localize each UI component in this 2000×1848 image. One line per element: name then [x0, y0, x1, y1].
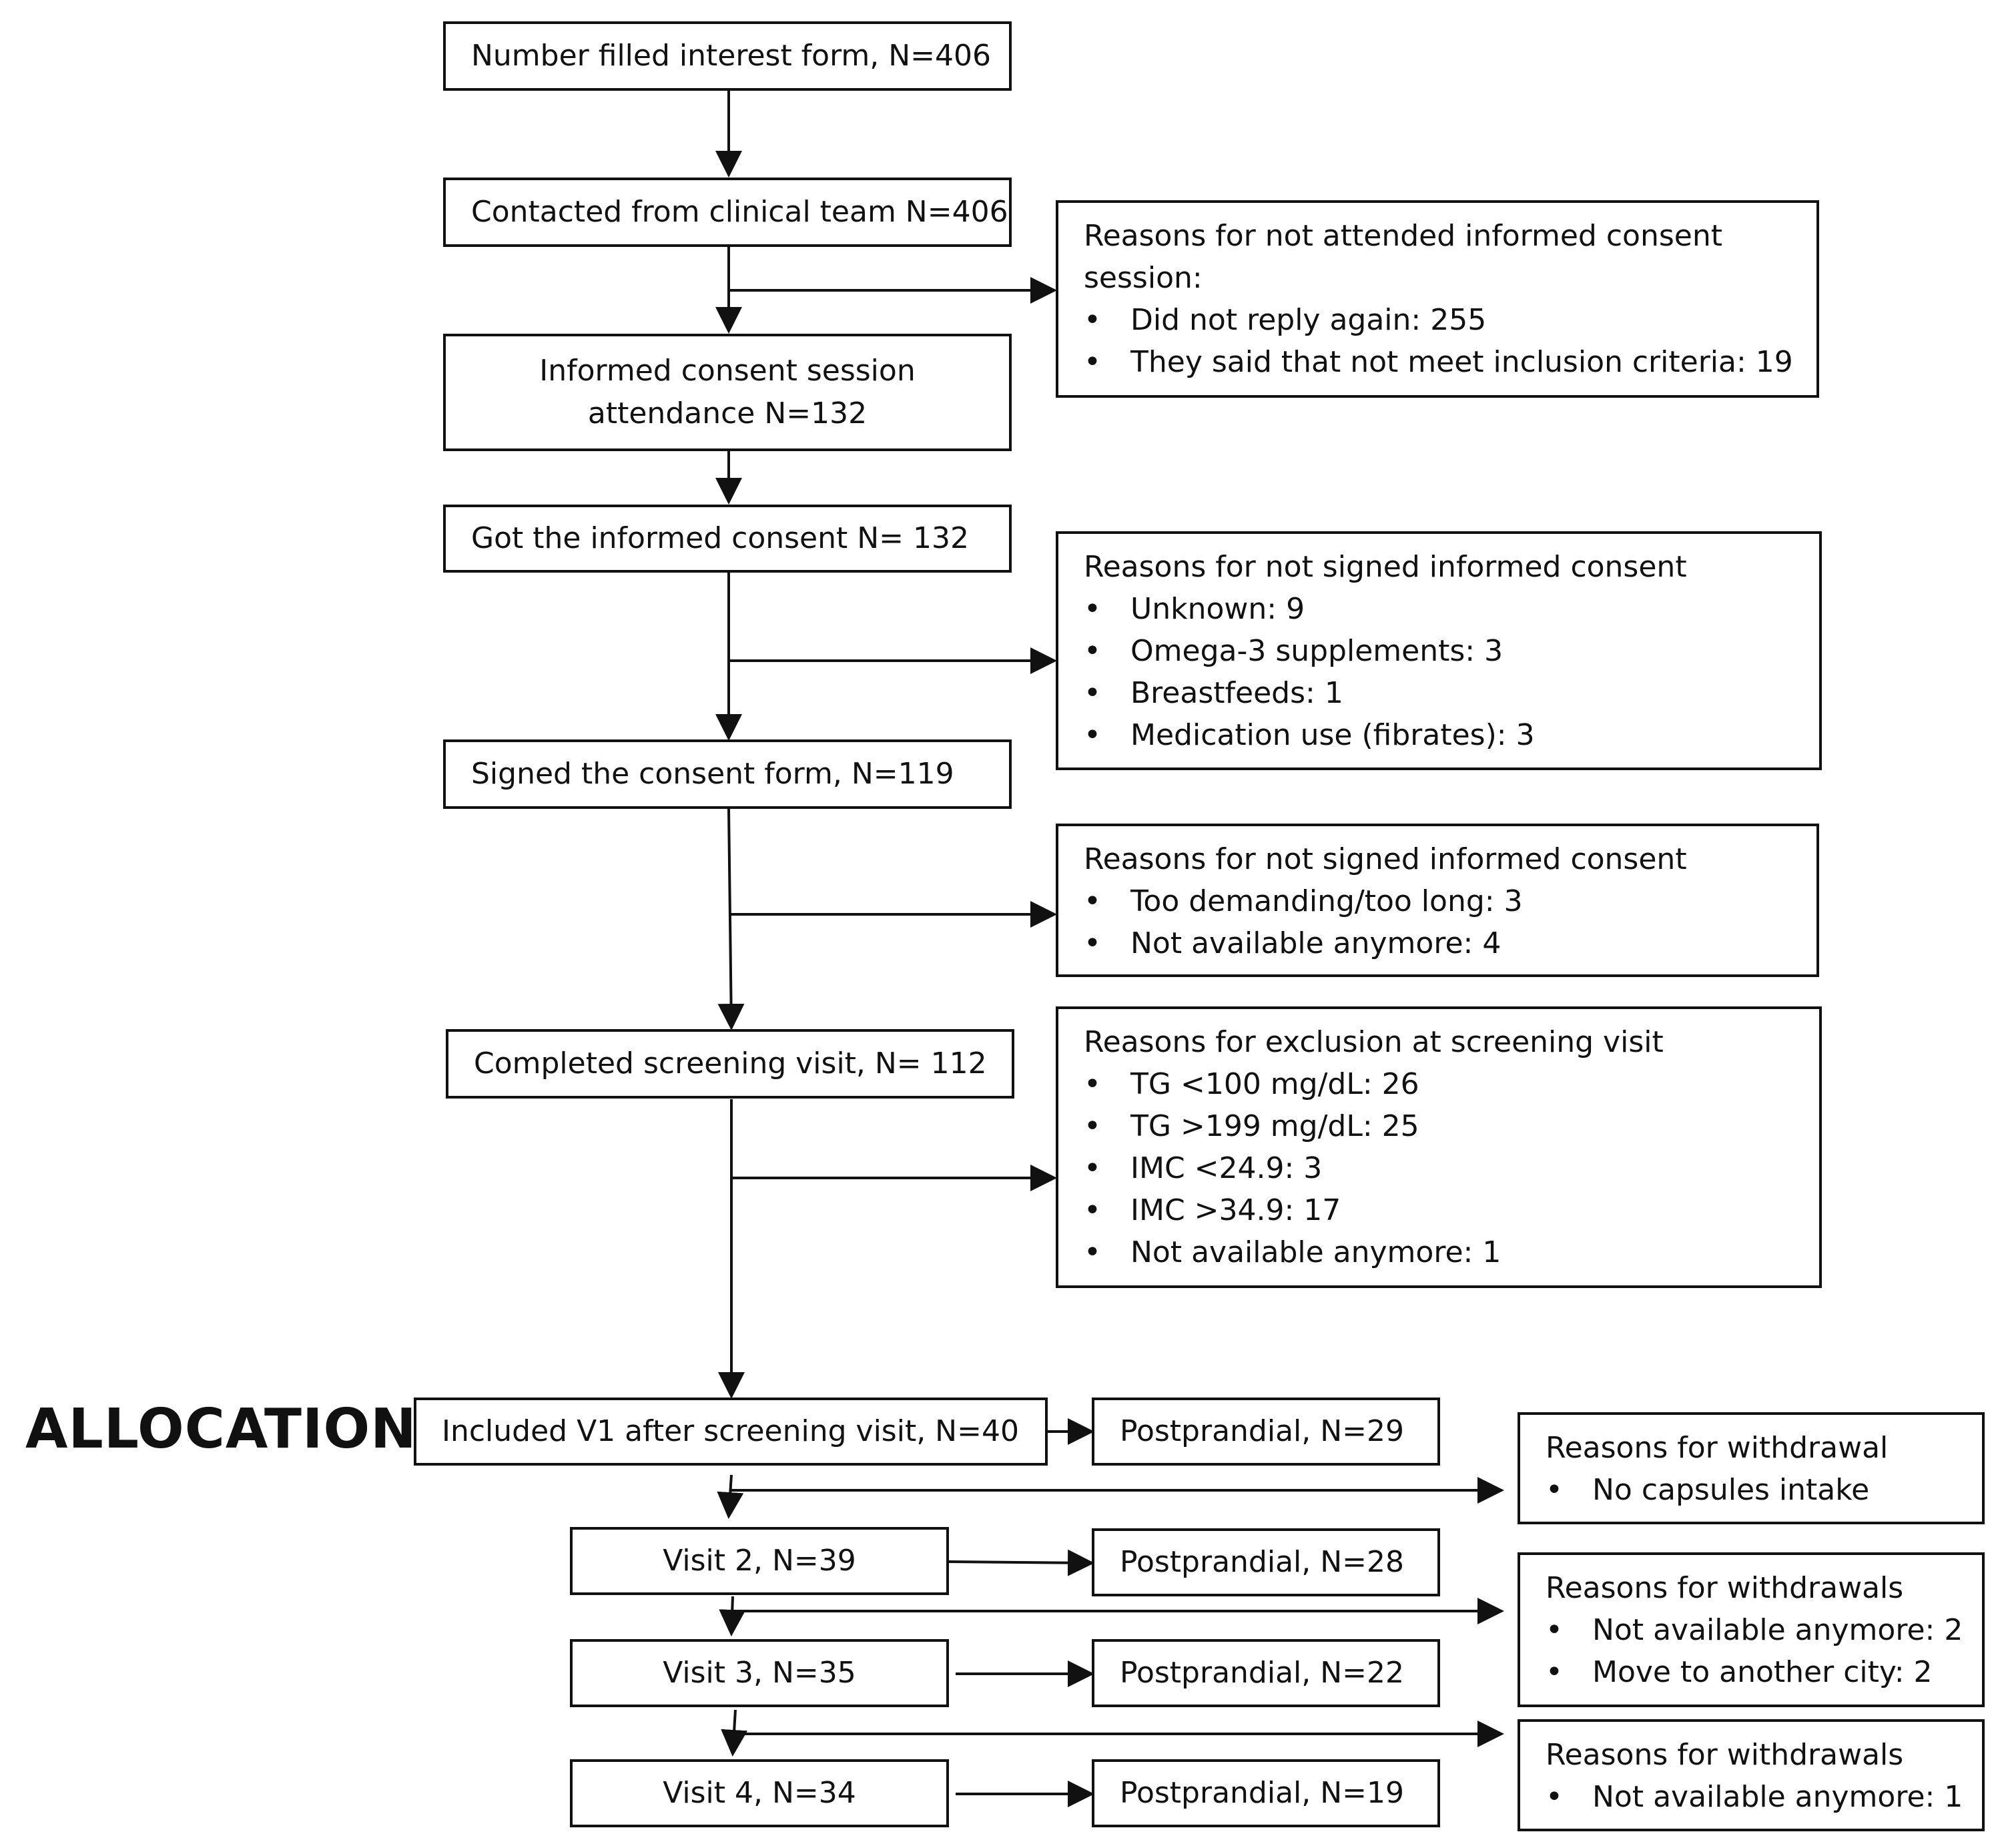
reason-box-withdrawal-2: Reasons for withdrawals •Not available a…: [1518, 1552, 1985, 1707]
list-item: •IMC <24.9: 3: [1084, 1147, 1799, 1189]
box-got-consent-text: Got the informed consent N= 132: [471, 521, 970, 555]
reason-list-withdrawal-3: •Not available anymore: 1: [1546, 1776, 1963, 1818]
box-postprandial-3: Postprandial, N=22: [1092, 1639, 1440, 1707]
arrow-visit3-to-visit4: [721, 1709, 748, 1757]
box-visit-3-text: Visit 3, N=35: [663, 1656, 856, 1690]
box-postprandial-4: Postprandial, N=19: [1092, 1759, 1440, 1827]
arrow-included-to-visit2: [717, 1474, 744, 1519]
bullet-icon: •: [1084, 1151, 1101, 1185]
box-signed-consent-text: Signed the consent form, N=119: [471, 757, 954, 791]
reason-box-not-signed-1: Reasons for not signed informed consent …: [1056, 531, 1822, 770]
list-item: •Not available anymore: 4: [1084, 922, 1796, 964]
bullet-icon: •: [1084, 345, 1101, 379]
bullet-icon: •: [1084, 634, 1101, 668]
bullet-icon: •: [1084, 1235, 1101, 1269]
list-item: •IMC >34.9: 17: [1084, 1189, 1799, 1231]
box-visit-4-text: Visit 4, N=34: [663, 1776, 856, 1810]
list-item: •Did not reply again: 255: [1084, 299, 1796, 341]
list-item: •TG <100 mg/dL: 26: [1084, 1063, 1799, 1105]
bullet-icon: •: [1084, 676, 1101, 710]
bullet-icon: •: [1546, 1613, 1563, 1647]
reason-box-not-attended: Reasons for not attended informed consen…: [1056, 200, 1819, 398]
box-attendance: Informed consent session attendance N=13…: [443, 334, 1012, 451]
bullet-icon: •: [1084, 926, 1101, 960]
reason-box-withdrawal-3: Reasons for withdrawals •Not available a…: [1518, 1719, 1985, 1831]
box-included-v1-text: Included V1 after screening visit, N=40: [442, 1414, 1019, 1448]
box-signed-consent: Signed the consent form, N=119: [443, 739, 1012, 809]
box-contacted-text: Contacted from clinical team N=406: [471, 195, 1008, 229]
box-got-consent: Got the informed consent N= 132: [443, 505, 1012, 573]
reason-box-withdrawal-3-heading: Reasons for withdrawals: [1546, 1738, 1904, 1772]
reason-list-exclusion-screening: •TG <100 mg/dL: 26 •TG >199 mg/dL: 25 •I…: [1084, 1063, 1799, 1273]
arrow-visit2-to-pp2: [948, 1549, 1094, 1576]
box-postprandial-4-text: Postprandial, N=19: [1120, 1776, 1405, 1810]
box-included-v1: Included V1 after screening visit, N=40: [414, 1398, 1048, 1466]
box-screening-visit-text: Completed screening visit, N= 112: [474, 1046, 987, 1081]
box-postprandial-3-text: Postprandial, N=22: [1120, 1656, 1405, 1690]
bullet-icon: •: [1084, 1193, 1101, 1227]
allocation-label: ALLOCATION: [25, 1398, 417, 1461]
bullet-icon: •: [1546, 1655, 1563, 1689]
reason-list-not-signed-1: •Unknown: 9 •Omega-3 supplements: 3 •Bre…: [1084, 588, 1799, 756]
bullet-icon: •: [1084, 884, 1101, 918]
bullet-icon: •: [1084, 303, 1101, 337]
bullet-icon: •: [1084, 1067, 1101, 1101]
list-item: •Not available anymore: 1: [1084, 1231, 1799, 1273]
box-visit-2-text: Visit 2, N=39: [663, 1544, 856, 1578]
reason-box-withdrawal-1: Reasons for withdrawal •No capsules inta…: [1518, 1412, 1985, 1524]
box-visit-2: Visit 2, N=39: [570, 1527, 949, 1595]
list-item: •They said that not meet inclusion crite…: [1084, 341, 1796, 383]
list-item: •Move to another city: 2: [1546, 1651, 1962, 1693]
reason-box-not-signed-2-heading: Reasons for not signed informed consent: [1084, 842, 1687, 876]
bullet-icon: •: [1084, 1109, 1101, 1143]
box-postprandial-1: Postprandial, N=29: [1092, 1398, 1440, 1466]
arrow-visit2-to-visit3: [719, 1596, 746, 1636]
list-item: •Omega-3 supplements: 3: [1084, 630, 1799, 672]
reason-box-exclusion-screening-heading: Reasons for exclusion at screening visit: [1084, 1025, 1664, 1059]
list-item: •TG >199 mg/dL: 25: [1084, 1105, 1799, 1147]
list-item: •Breastfeeds: 1: [1084, 672, 1799, 714]
reason-list-withdrawal-2: •Not available anymore: 2 •Move to anoth…: [1546, 1609, 1963, 1693]
box-postprandial-2-text: Postprandial, N=28: [1120, 1545, 1405, 1579]
reason-box-withdrawal-2-heading: Reasons for withdrawals: [1546, 1571, 1904, 1605]
list-item: •Not available anymore: 1: [1546, 1776, 1963, 1818]
box-postprandial-2: Postprandial, N=28: [1092, 1528, 1440, 1596]
reason-box-withdrawal-1-heading: Reasons for withdrawal: [1546, 1431, 1889, 1465]
list-item: •Not available anymore: 2: [1546, 1609, 1963, 1651]
list-item: •Unknown: 9: [1084, 588, 1799, 630]
reason-box-not-attended-heading: Reasons for not attended informed consen…: [1084, 219, 1722, 295]
reason-box-exclusion-screening: Reasons for exclusion at screening visit…: [1056, 1006, 1822, 1288]
list-item: •Medication use (fibrates): 3: [1084, 714, 1799, 756]
bullet-icon: •: [1546, 1473, 1563, 1507]
bullet-icon: •: [1546, 1780, 1563, 1814]
reason-box-not-signed-1-heading: Reasons for not signed informed consent: [1084, 550, 1687, 584]
box-contacted: Contacted from clinical team N=406: [443, 178, 1012, 247]
bullet-icon: •: [1084, 718, 1101, 752]
box-interest-form-text: Number filled interest form, N=406: [471, 39, 992, 73]
box-visit-3: Visit 3, N=35: [570, 1639, 949, 1707]
box-attendance-line1: Informed consent session: [539, 354, 916, 388]
list-item: •No capsules intake: [1546, 1469, 1962, 1511]
box-visit-4: Visit 4, N=34: [570, 1759, 949, 1827]
reason-list-withdrawal-1: •No capsules intake: [1546, 1469, 1962, 1511]
box-postprandial-1-text: Postprandial, N=29: [1120, 1414, 1405, 1448]
box-attendance-line2: attendance N=132: [587, 396, 868, 430]
reason-list-not-attended: •Did not reply again: 255 •They said tha…: [1084, 299, 1796, 383]
reason-list-not-signed-2: •Too demanding/too long: 3 •Not availabl…: [1084, 880, 1796, 964]
list-item: •Too demanding/too long: 3: [1084, 880, 1796, 922]
box-interest-form: Number filled interest form, N=406: [443, 21, 1012, 91]
arrow-signed-to-screening: [717, 808, 745, 1030]
bullet-icon: •: [1084, 592, 1101, 626]
box-screening-visit: Completed screening visit, N= 112: [446, 1029, 1014, 1099]
reason-box-not-signed-2: Reasons for not signed informed consent …: [1056, 824, 1819, 977]
